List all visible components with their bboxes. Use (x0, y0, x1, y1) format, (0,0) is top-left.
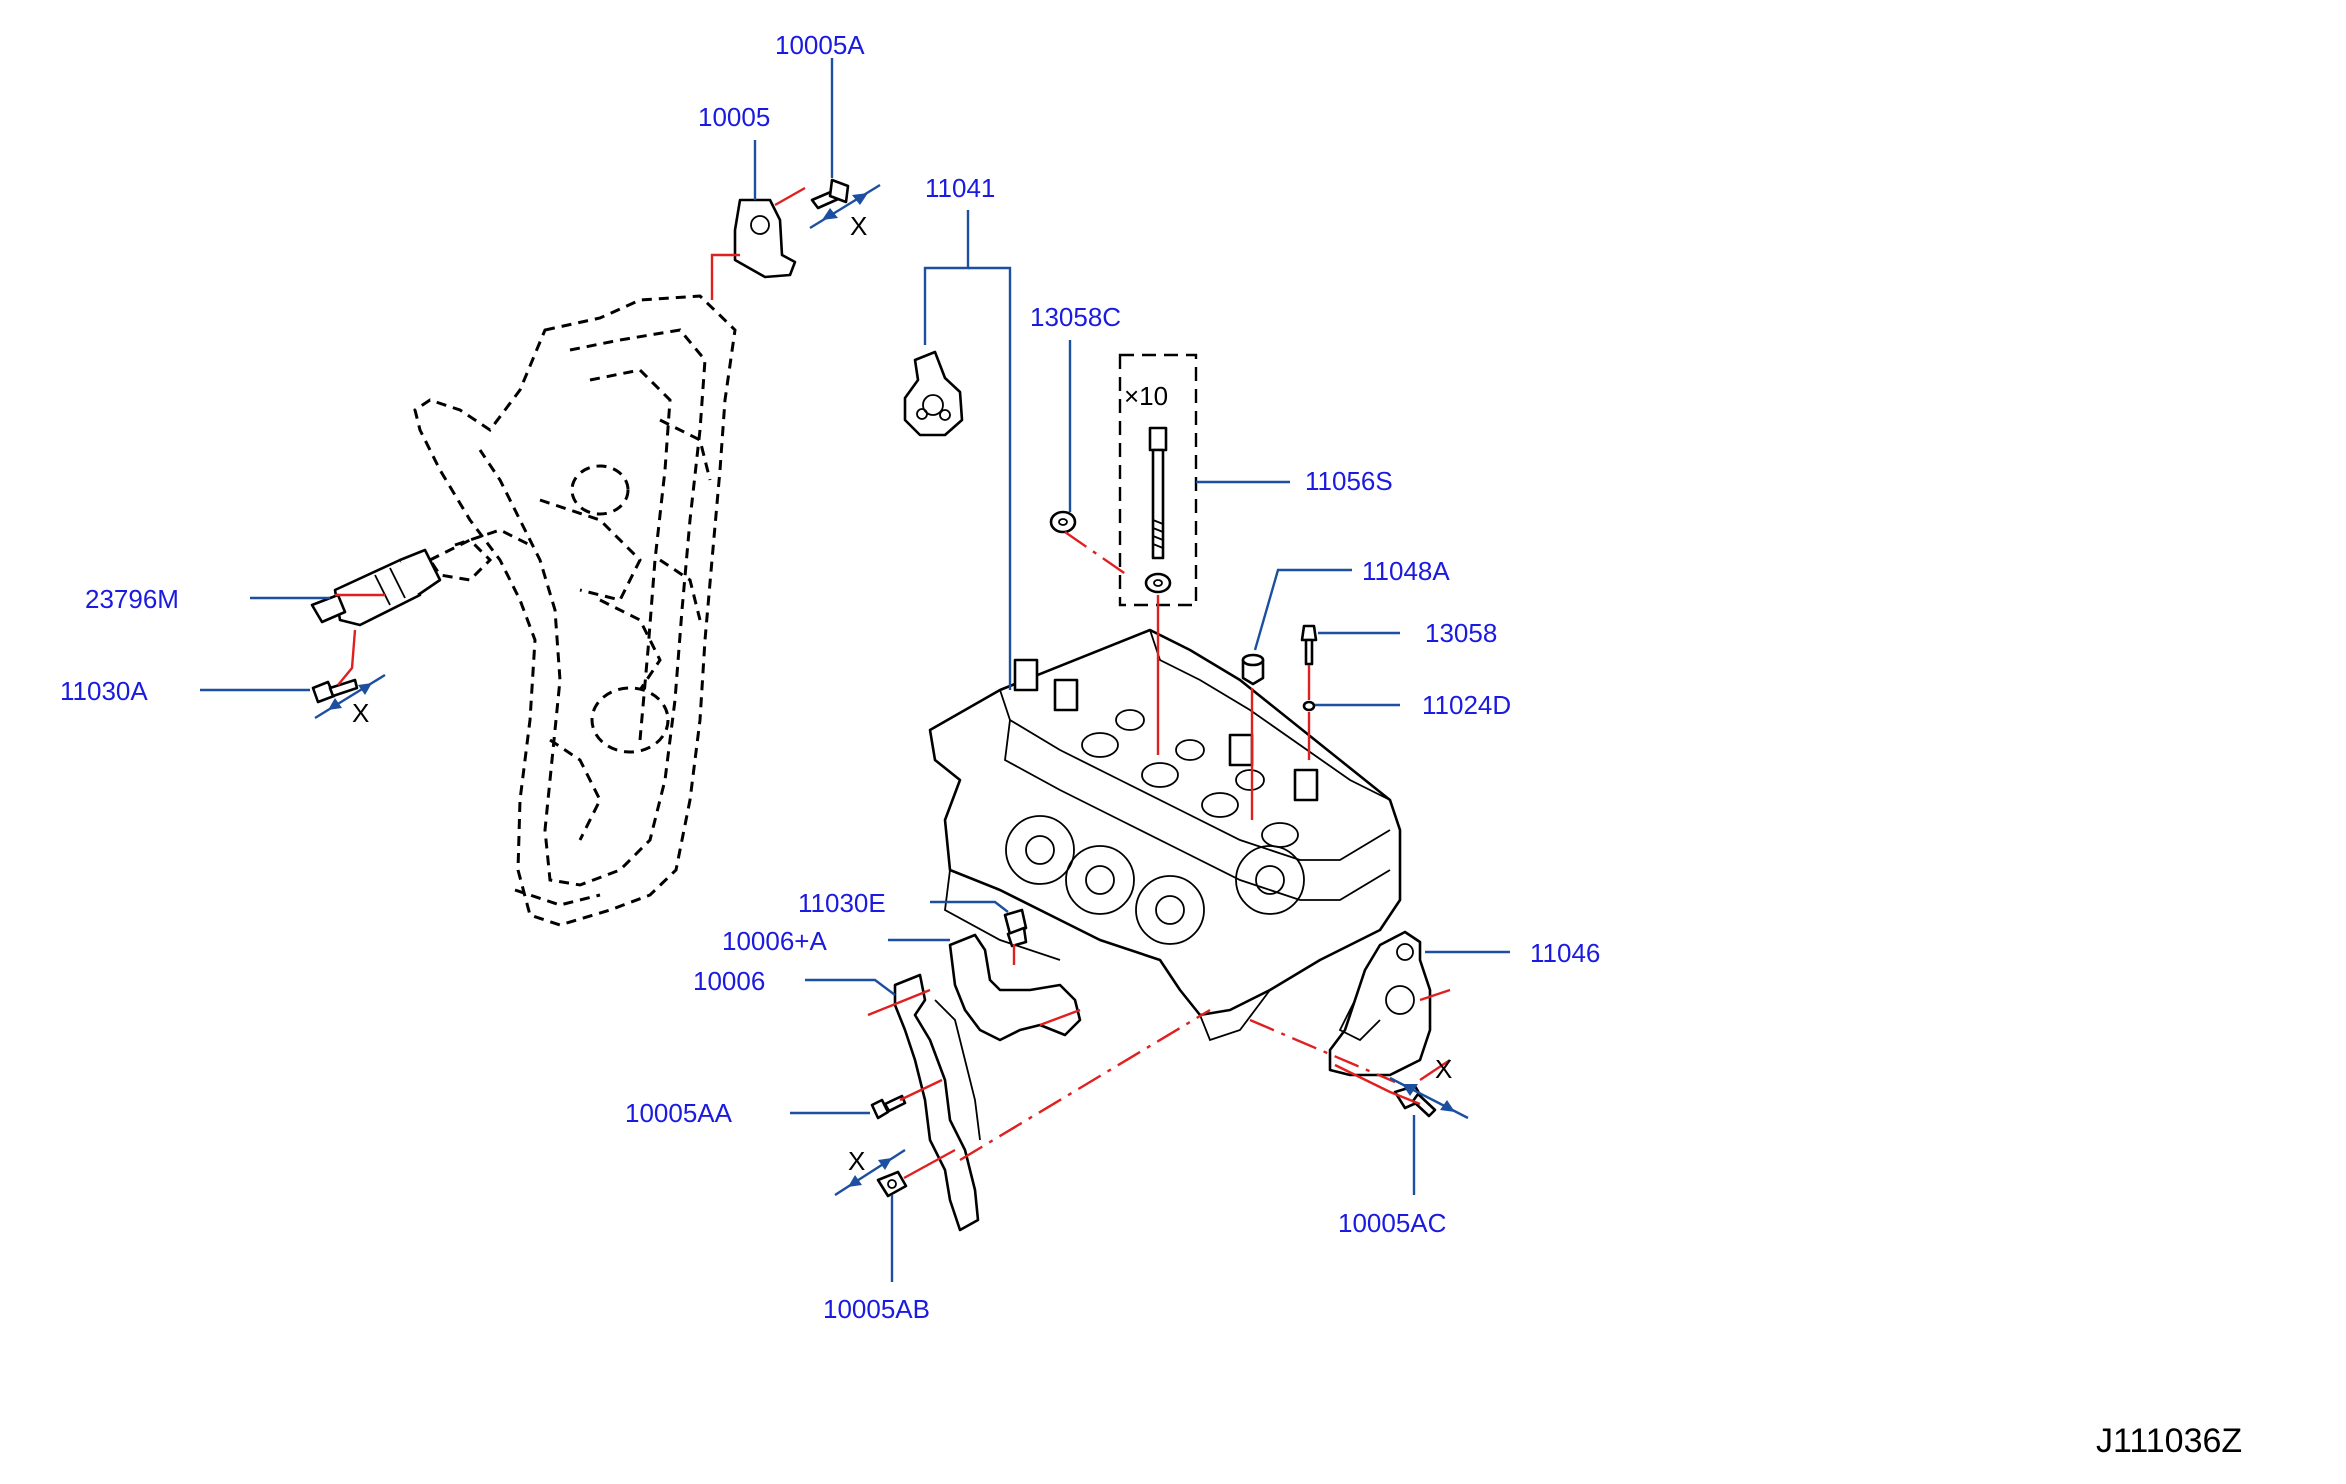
torque-mark-10005ab: X (834, 1146, 906, 1197)
callout-10005ab[interactable]: 10005AB (823, 1294, 930, 1324)
callout-10006a[interactable]: 10006+A (722, 926, 827, 956)
washer-13058c-illustration (1049, 510, 1077, 534)
callout-11056s[interactable]: 11056S (1305, 466, 1393, 496)
torque-mark-x: X (352, 698, 369, 728)
bolt-13058-illustration (1300, 624, 1318, 666)
cylinder-head-illustration (928, 628, 1402, 1042)
gasket-kit-11041-illustration (903, 350, 964, 437)
callout-11041[interactable]: 11041 (925, 173, 995, 203)
callout-10005a[interactable]: 10005A (775, 30, 865, 60)
torque-mark-11030a: X (314, 673, 386, 728)
torque-mark-x: X (1435, 1054, 1452, 1084)
callout-11030a[interactable]: 11030A (60, 676, 148, 706)
callout-10005[interactable]: 10005 (698, 102, 770, 132)
callout-10005ac[interactable]: 10005AC (1338, 1208, 1446, 1238)
callout-11046[interactable]: 11046 (1530, 938, 1600, 968)
callout-11030e[interactable]: 11030E (798, 888, 886, 918)
callout-11024d[interactable]: 11024D (1422, 690, 1511, 720)
bracket-10006-illustration (893, 933, 1082, 1232)
dowel-11048a-illustration (1241, 653, 1265, 686)
bracket-10005-illustration (733, 198, 797, 279)
assembly-lines (335, 186, 1451, 1180)
washer-11024d-illustration (1302, 700, 1316, 712)
bracket-11046-illustration (1328, 930, 1432, 1077)
leader-lines (200, 58, 1510, 1282)
repeat-mark: ×10 (1124, 381, 1168, 411)
callout-10005aa[interactable]: 10005AA (625, 1098, 733, 1128)
bolt-10005a-illustration (810, 178, 850, 210)
callout-10006[interactable]: 10006 (693, 966, 765, 996)
torque-mark-x: X (848, 1146, 865, 1176)
torque-mark-10005a: X (809, 183, 881, 241)
bolt-11030a-illustration (311, 678, 359, 704)
timing-cover-illustration (413, 294, 737, 927)
callout-13058[interactable]: 13058 (1425, 618, 1497, 648)
torque-marks: X X X X (314, 183, 1469, 1197)
torque-mark-10005ac: X (1389, 1054, 1469, 1120)
solenoid-23796m-illustration (310, 548, 442, 627)
callout-11048a[interactable]: 11048A (1362, 556, 1450, 586)
callout-13058c[interactable]: 13058C (1030, 302, 1121, 332)
callout-23796m[interactable]: 23796M (85, 584, 179, 614)
diagram-code: J111036Z (2096, 1422, 2242, 1460)
torque-mark-x: X (850, 211, 867, 241)
bolt-10005ab-illustration (876, 1170, 908, 1198)
callout-labels: 10005A 10005 11041 13058C 11056S 11048A … (60, 30, 1600, 1324)
bolt-11030e-illustration (1003, 908, 1028, 948)
